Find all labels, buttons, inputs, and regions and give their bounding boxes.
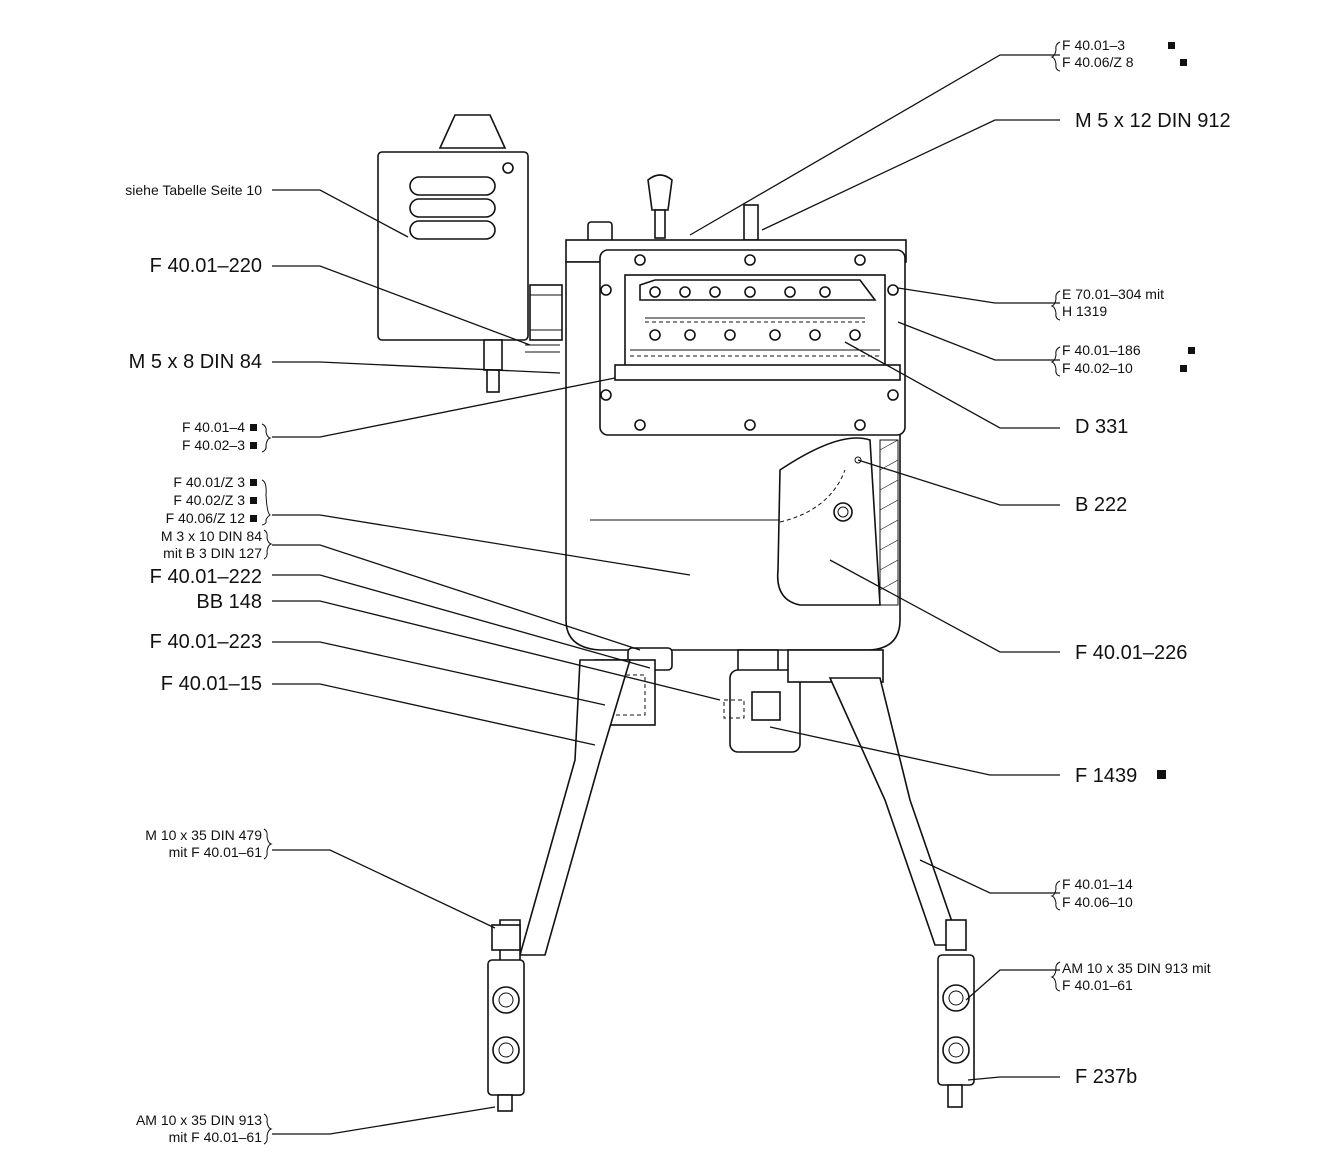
label-mit-f40-01-61-a: mit F 40.01–61 xyxy=(169,844,263,860)
right-leg xyxy=(828,677,962,946)
label-f40-01-222: F 40.01–222 xyxy=(150,566,262,588)
gauge-screws xyxy=(649,286,861,341)
label-f40-01-14: F 40.01–14 xyxy=(1062,876,1133,892)
label-f40-01-226: F 40.01–226 xyxy=(1075,642,1187,664)
label-f40-01-15: F 40.01–15 xyxy=(161,673,262,695)
label-siehe: siehe Tabelle Seite 10 xyxy=(125,182,262,198)
label-f40-02-10: F 40.02–10 xyxy=(1062,360,1133,376)
left-labels: siehe Tabelle Seite 10 F 40.01–220 M 5 x… xyxy=(125,182,262,1145)
label-mit-f40-01-61-b: mit F 40.01–61 xyxy=(169,1129,263,1145)
label-d331: D 331 xyxy=(1075,416,1128,438)
machine-illustration xyxy=(377,114,975,1112)
label-f40-06-10: F 40.06–10 xyxy=(1062,894,1133,910)
label-f40-06-z12: F 40.06/Z 12 xyxy=(166,510,246,526)
label-f40-01-61-right: F 40.01–61 xyxy=(1062,977,1133,993)
label-m5x12: M 5 x 12 DIN 912 xyxy=(1075,110,1231,132)
label-m3x10: M 3 x 10 DIN 84 xyxy=(161,528,262,544)
label-f40-01-186: F 40.01–186 xyxy=(1062,342,1141,358)
label-m5x8: M 5 x 8 DIN 84 xyxy=(129,351,262,373)
top-knob xyxy=(647,174,673,211)
label-f40-02-3: F 40.02–3 xyxy=(182,437,245,453)
label-b222: B 222 xyxy=(1075,494,1127,516)
label-am10x35-left: AM 10 x 35 DIN 913 xyxy=(136,1112,262,1128)
left-leg xyxy=(518,659,632,956)
label-f1439: F 1439 xyxy=(1075,765,1137,787)
label-f40-01-3: F 40.01–3 xyxy=(1062,37,1125,53)
label-mit-b3: mit B 3 DIN 127 xyxy=(163,545,262,561)
label-f40-02-z3: F 40.02/Z 3 xyxy=(173,492,245,508)
control-box-knob xyxy=(438,114,507,149)
braces xyxy=(261,41,1061,1145)
side-chute xyxy=(776,437,881,606)
label-bb148: BB 148 xyxy=(196,591,262,613)
label-m10x35: M 10 x 35 DIN 479 xyxy=(145,827,262,843)
label-h1319: H 1319 xyxy=(1062,303,1107,319)
label-f237b: F 237b xyxy=(1075,1066,1137,1088)
label-f40-06-z8: F 40.06/Z 8 xyxy=(1062,54,1134,70)
right-labels: F 40.01–3 F 40.06/Z 8 M 5 x 12 DIN 912 E… xyxy=(1062,37,1231,1088)
label-f40-01-220: F 40.01–220 xyxy=(150,255,262,277)
label-f40-01-z3: F 40.01/Z 3 xyxy=(173,474,245,490)
label-e70: E 70.01–304 mit xyxy=(1062,286,1164,302)
label-am10x35-right: AM 10 x 35 DIN 913 mit xyxy=(1062,960,1211,976)
leader-lines xyxy=(272,54,1060,1135)
label-f40-01-4: F 40.01–4 xyxy=(182,419,245,435)
label-f40-01-223: F 40.01–223 xyxy=(150,631,262,653)
